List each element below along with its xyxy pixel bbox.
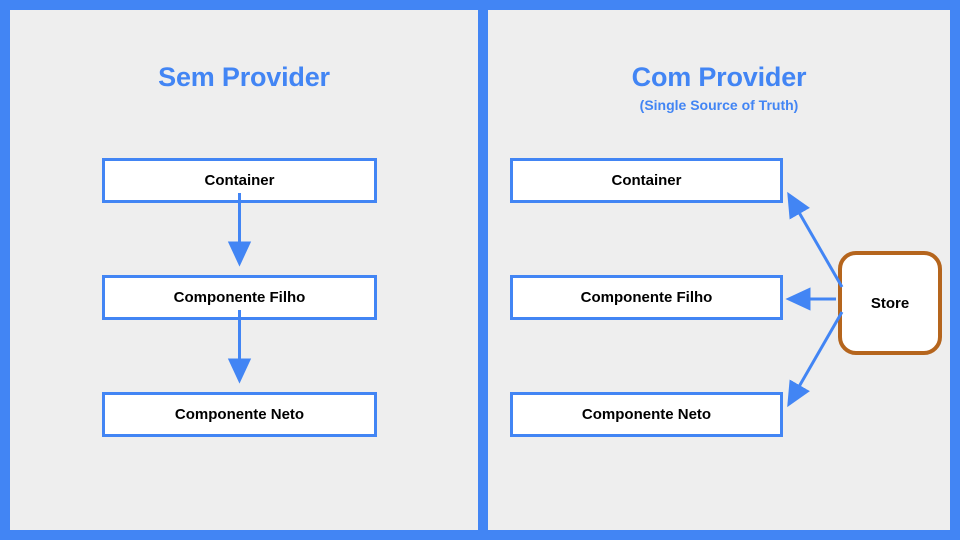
- node-componente-neto-right[interactable]: Componente Neto: [510, 392, 783, 437]
- right-panel-title: Com Provider: [631, 62, 807, 92]
- node-componente-filho-right[interactable]: Componente Filho: [510, 275, 783, 320]
- node-label: Componente Neto: [581, 406, 712, 423]
- node-label: Componente Neto: [174, 406, 305, 423]
- node-container-right[interactable]: Container: [510, 158, 783, 203]
- node-container-left[interactable]: Container: [102, 158, 377, 203]
- panel-sem-provider: Sem Provider Container Componente Filho …: [10, 10, 478, 530]
- node-label: Store: [870, 294, 910, 312]
- left-panel-title: Sem Provider: [158, 62, 330, 92]
- node-componente-filho-left[interactable]: Componente Filho: [102, 275, 377, 320]
- node-label: Container: [204, 172, 275, 189]
- node-componente-neto-left[interactable]: Componente Neto: [102, 392, 377, 437]
- node-label: Container: [611, 172, 682, 189]
- node-label: Componente Filho: [580, 289, 713, 306]
- node-label: Componente Filho: [173, 289, 306, 306]
- node-store[interactable]: Store: [838, 251, 942, 355]
- panel-com-provider: Com Provider (Single Source of Truth) Co…: [488, 10, 950, 530]
- right-panel-subtitle: (Single Source of Truth): [639, 97, 799, 113]
